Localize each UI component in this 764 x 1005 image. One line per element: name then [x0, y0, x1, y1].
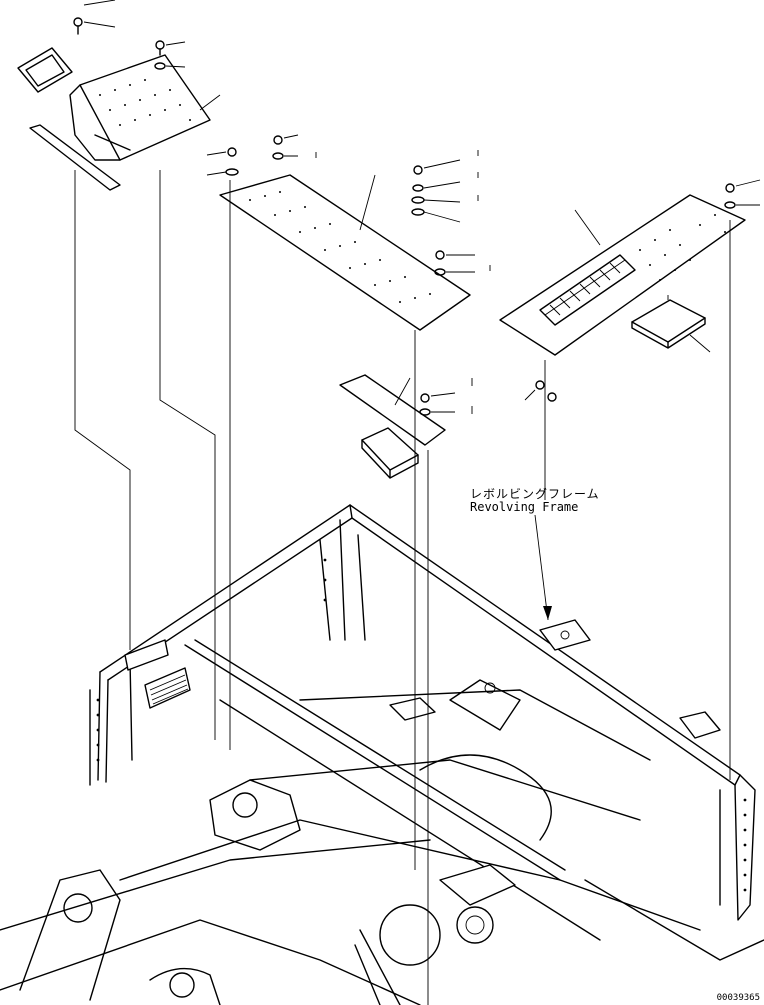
installation-lines — [74, 170, 731, 1005]
drawing-number: 00039365 — [716, 993, 760, 1003]
revolving-frame — [0, 504, 764, 1005]
cover-middle — [206, 134, 491, 331]
cover-bracket-center — [339, 374, 473, 479]
part-name-english: Revolving Frame — [470, 500, 579, 514]
cover-left — [17, 0, 221, 191]
part-name-japanese: レボルビングフレーム — [470, 487, 600, 501]
cover-right — [499, 179, 761, 402]
